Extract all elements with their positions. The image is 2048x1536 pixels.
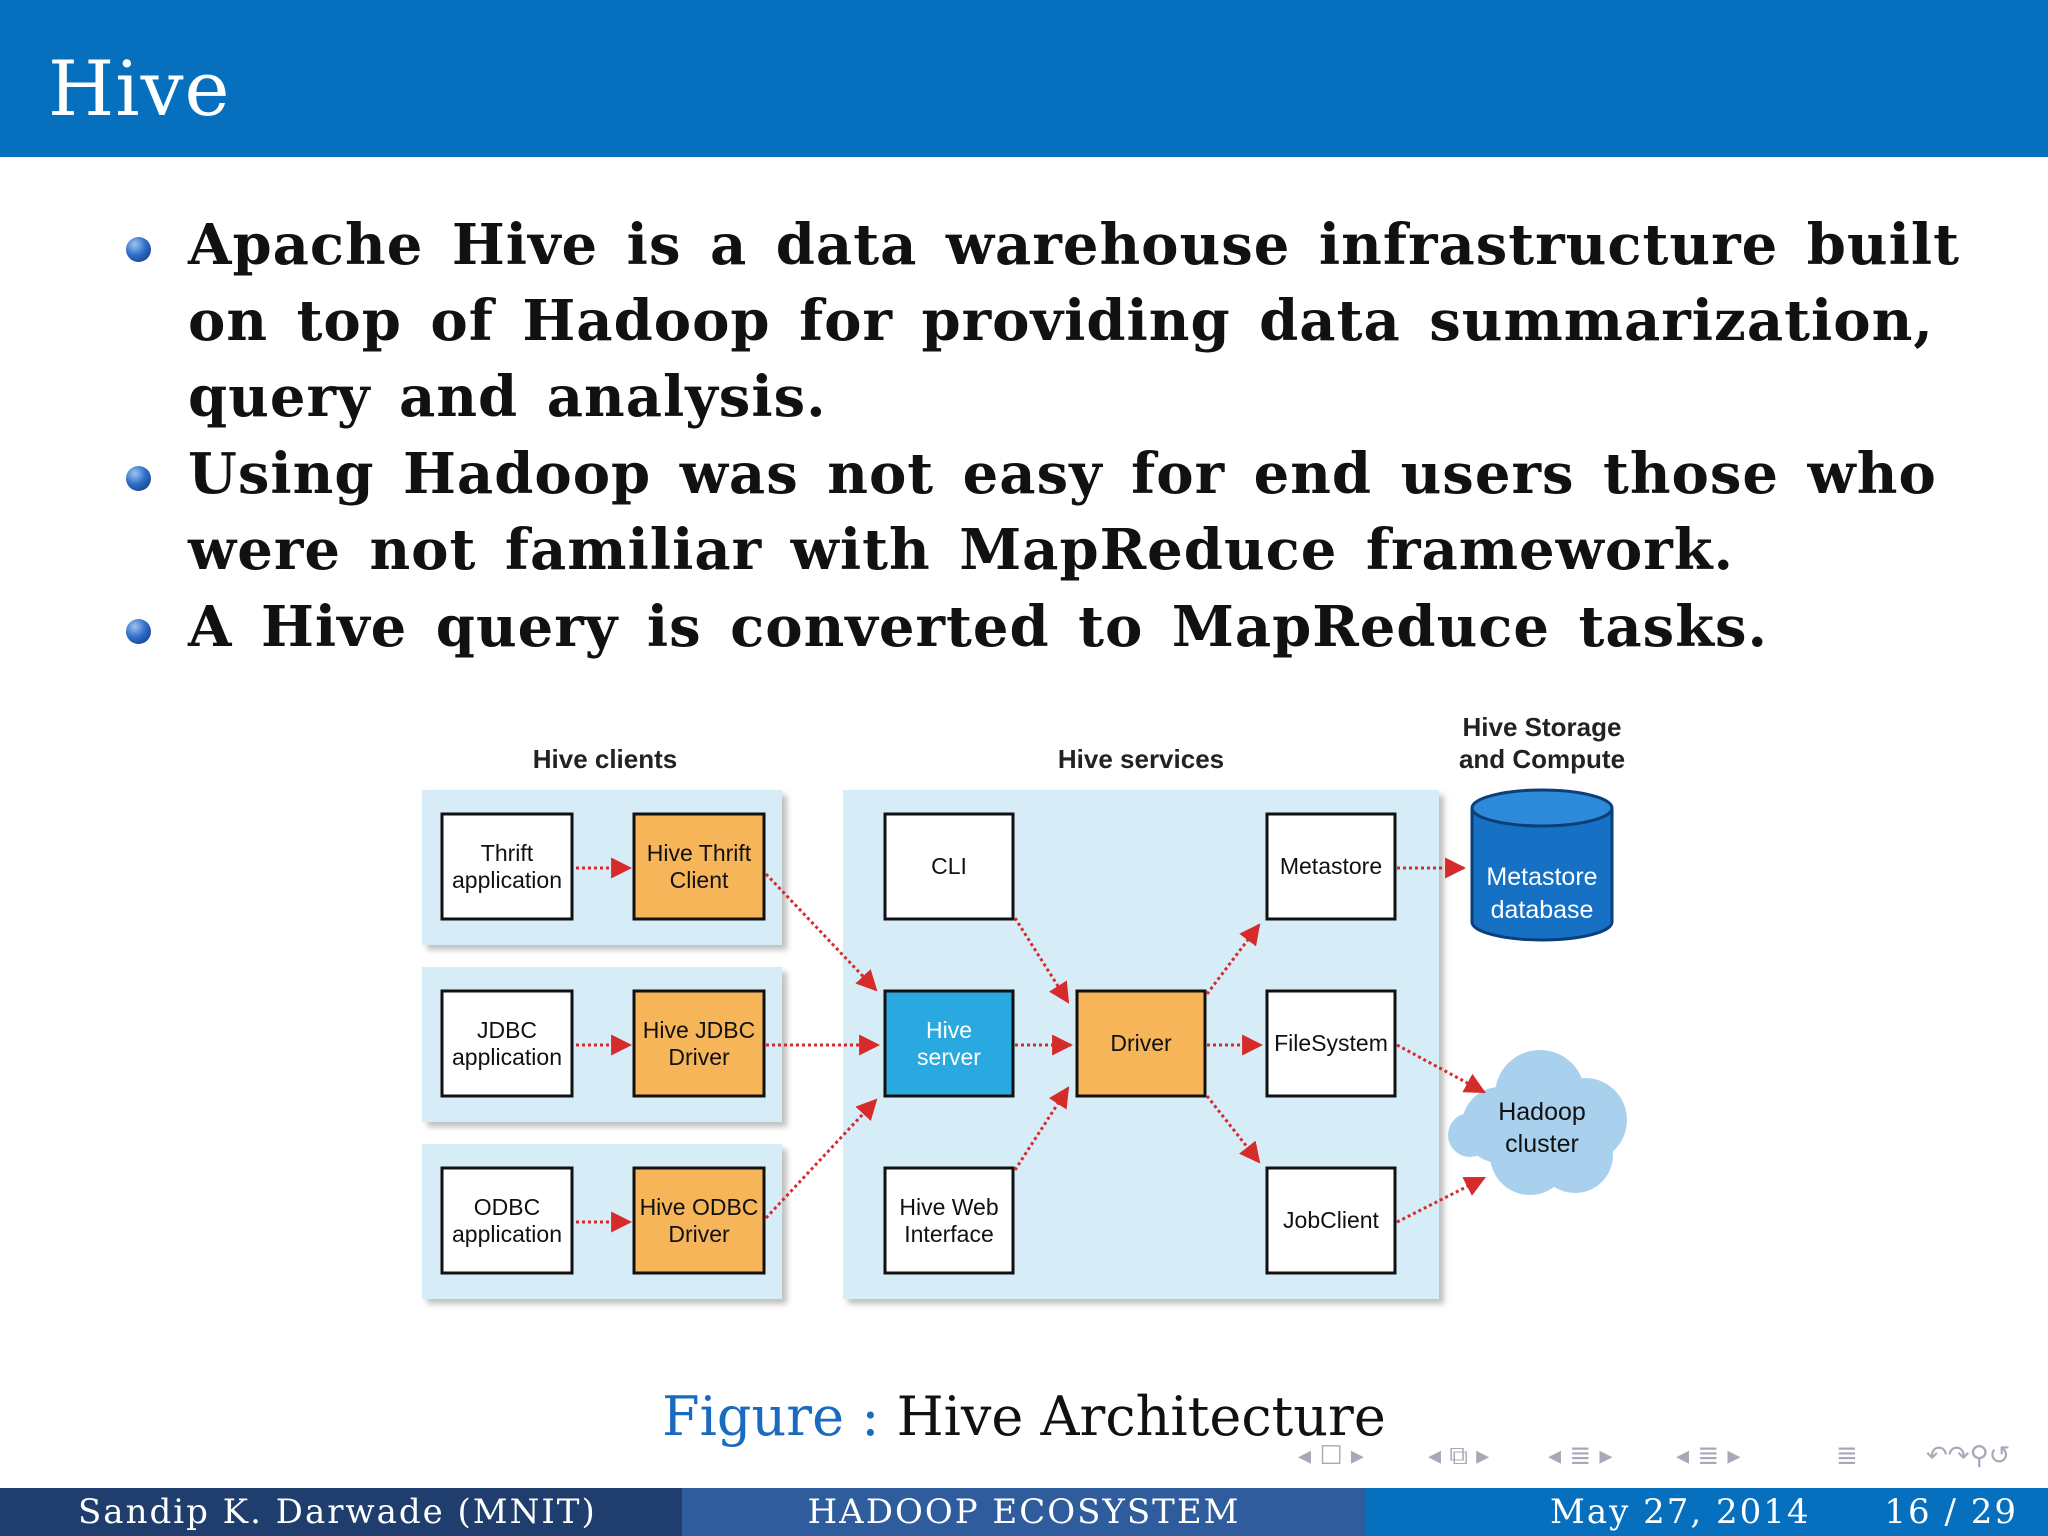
bullet-ball-icon [126, 237, 151, 262]
slide-title: Hive [48, 44, 231, 133]
metastore-box [1265, 812, 1397, 921]
storage-heading-line1: Hive Storage [1463, 712, 1622, 742]
arrow-filesystem-to-cluster [1396, 1043, 1486, 1094]
bullet-item: A Hive query is converted to MapReduce t… [126, 589, 2008, 665]
hadoop-cluster-label-1: Hadoop [1498, 1098, 1586, 1126]
cli-box [883, 812, 1015, 921]
clients-heading: Hive clients [533, 744, 678, 774]
hive-server-label-2: server [917, 1044, 981, 1070]
jdbc-driver-label-2: Driver [668, 1044, 730, 1070]
footer-title-segment: HADOOP ECOSYSTEM [682, 1488, 1366, 1536]
thrift-application-box [440, 812, 574, 921]
nav-search-back-icon[interactable]: ↶↷⚲↺ [1926, 1441, 2011, 1471]
hive-web-interface-box [883, 1166, 1015, 1275]
figure-caption-label: Figure : [662, 1385, 880, 1448]
nav-subsection-icon[interactable]: ◂ ⧉ ▸ [1428, 1441, 1490, 1471]
footer-talk-title: HADOOP ECOSYSTEM [807, 1492, 1241, 1532]
footer-date: May 27, 2014 [1550, 1492, 1811, 1532]
arrow-cli-to-driver [1013, 917, 1070, 1004]
bullet-text: Using Hadoop was not easy for end users … [188, 441, 1937, 583]
odbc-driver-label-2: Driver [668, 1221, 730, 1247]
arrow-odbc-driver-to-server [764, 1098, 878, 1220]
hive-thrift-client-box [632, 812, 766, 921]
services-heading: Hive services [1058, 744, 1224, 774]
footer-author: Sandip K. Darwade (MNIT) [78, 1492, 597, 1532]
bullet-text: Apache Hive is a data warehouse infrastr… [188, 212, 1960, 430]
odbc-application-box [440, 1166, 574, 1275]
title-bar [0, 0, 2048, 157]
bullet-text: A Hive query is converted to MapReduce t… [188, 594, 1769, 660]
thrift-app-label-1: Thrift [481, 840, 534, 866]
nav-section-icon[interactable]: ◂ ≣ ▸ [1548, 1441, 1613, 1471]
hadoop-cluster-cloud-icon [1448, 1050, 1627, 1195]
jdbc-app-label-1: JDBC [477, 1017, 537, 1043]
metastore-label: Metastore [1280, 853, 1382, 879]
driver-label: Driver [1110, 1030, 1172, 1056]
nav-document-icon[interactable]: ◂ ≣ ▸ [1676, 1441, 1741, 1471]
odbc-driver-label-1: Hive ODBC [640, 1194, 759, 1220]
hive-jdbc-driver-box [632, 989, 766, 1098]
web-label-1: Hive Web [899, 1194, 998, 1220]
figure-caption-text: Hive Architecture [896, 1385, 1386, 1448]
storage-heading-line2: and Compute [1459, 744, 1625, 774]
bullet-ball-icon [126, 619, 151, 644]
filesystem-label: FileSystem [1274, 1030, 1388, 1056]
footer-bar: Sandip K. Darwade (MNIT) HADOOP ECOSYSTE… [0, 1488, 2048, 1536]
arrow-driver-to-jobclient [1205, 1095, 1261, 1164]
thrift-driver-label-2: Client [670, 867, 729, 893]
bullet-item: Using Hadoop was not easy for end users … [126, 436, 2008, 588]
jdbc-app-label-2: application [452, 1044, 562, 1070]
hive-odbc-driver-box [632, 1166, 766, 1275]
footer-author-segment: Sandip K. Darwade (MNIT) [0, 1488, 682, 1536]
arrow-thrift-client-to-server [764, 872, 878, 992]
figure-caption: Figure : Hive Architecture [0, 1385, 2048, 1449]
thrift-app-label-2: application [452, 867, 562, 893]
metastore-db-label-1: Metastore [1486, 863, 1597, 891]
nav-appendix-icon[interactable]: ≣ [1836, 1441, 1858, 1471]
jobclient-label: JobClient [1283, 1207, 1379, 1233]
footer-page-number: 16 / 29 [1884, 1492, 2018, 1532]
jobclient-box [1265, 1166, 1397, 1275]
hadoop-cluster-label-2: cluster [1505, 1130, 1579, 1158]
hive-server-box [883, 989, 1015, 1098]
bullet-ball-icon [126, 466, 151, 491]
odbc-app-label-2: application [452, 1221, 562, 1247]
arrow-web-to-driver [1013, 1086, 1070, 1171]
metastore-db-label-2: database [1491, 896, 1594, 924]
cli-label: CLI [931, 853, 967, 879]
driver-box [1075, 989, 1207, 1098]
jdbc-application-box [440, 989, 574, 1098]
metastore-database-icon [1470, 788, 1614, 942]
arrow-jobclient-to-cluster [1396, 1176, 1486, 1224]
arrow-driver-to-metastore [1205, 923, 1261, 995]
odbc-app-label-1: ODBC [474, 1194, 540, 1220]
jdbc-driver-label-1: Hive JDBC [643, 1017, 755, 1043]
web-label-2: Interface [904, 1221, 994, 1247]
thrift-driver-label-1: Hive Thrift [647, 840, 752, 866]
footer-date-segment: May 27, 2014 16 / 29 [1366, 1488, 2048, 1536]
hive-architecture-diagram: Hive clients Hive services Hive Storage … [422, 712, 1627, 1299]
filesystem-box [1265, 989, 1397, 1098]
hive-server-label-1: Hive [926, 1017, 972, 1043]
bullet-item: Apache Hive is a data warehouse infrastr… [126, 207, 2008, 435]
nav-frame-icon[interactable]: ◂ ☐ ▸ [1298, 1441, 1364, 1471]
